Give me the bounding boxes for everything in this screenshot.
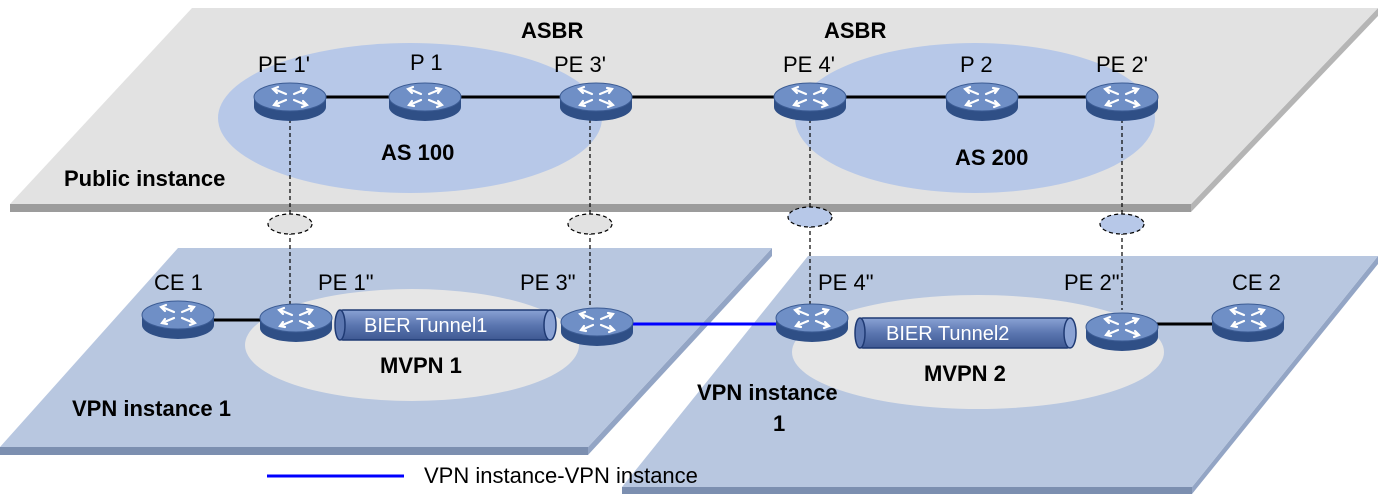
label-pe1-double-prime: PE 1" (318, 270, 374, 295)
label-as100: AS 100 (381, 140, 454, 165)
legend-label: VPN instance-VPN instance (424, 463, 698, 488)
router-pe1-double-prime-icon (258, 302, 334, 344)
bier-tunnel-2: BIER Tunnel2 (854, 317, 1077, 349)
label-vpn-instance-right-line2: 1 (773, 411, 785, 436)
binding-ring-pe3 (567, 213, 613, 235)
router-pe3-prime-icon (558, 81, 634, 123)
router-pe2-prime-icon (1084, 81, 1160, 123)
router-ce2-icon (1210, 302, 1286, 344)
label-asbr-1: ASBR (521, 18, 583, 43)
label-mvpn1: MVPN 1 (380, 353, 462, 378)
router-pe3-double-prime-icon (559, 306, 635, 348)
router-pe4-double-prime-icon (774, 302, 850, 344)
label-vpn-instance-left: VPN instance 1 (72, 396, 231, 421)
label-public-instance: Public instance (64, 166, 225, 191)
label-pe2-double-prime: PE 2" (1064, 270, 1120, 295)
bier-tunnel-2-label: BIER Tunnel2 (886, 323, 1009, 345)
bier-tunnel-1-label: BIER Tunnel1 (364, 315, 487, 337)
label-ce2: CE 2 (1232, 270, 1281, 295)
router-p2-icon (944, 81, 1020, 123)
router-pe2-double-prime-icon (1084, 311, 1160, 353)
label-p1: P 1 (410, 50, 443, 75)
label-as200: AS 200 (955, 145, 1028, 170)
label-p2: P 2 (960, 52, 993, 77)
label-pe2-prime: PE 2' (1096, 52, 1148, 77)
bier-tunnel-1: BIER Tunnel1 (334, 309, 557, 341)
label-mvpn2: MVPN 2 (924, 361, 1006, 386)
label-pe3-prime: PE 3' (554, 52, 606, 77)
label-pe4-prime: PE 4' (783, 52, 835, 77)
router-pe1-prime-icon (252, 81, 328, 123)
label-ce1: CE 1 (154, 270, 203, 295)
label-pe4-double-prime: PE 4" (818, 270, 874, 295)
router-ce1-icon (140, 299, 216, 341)
router-p1-icon (387, 81, 463, 123)
binding-ring-pe2 (1099, 213, 1145, 235)
router-pe4-prime-icon (772, 81, 848, 123)
label-vpn-instance-right-line1: VPN instance (697, 380, 838, 405)
binding-ring-pe1 (267, 213, 313, 235)
legend: VPN instance-VPN instance (267, 463, 698, 488)
binding-ring-pe4 (787, 206, 833, 228)
label-pe3-double-prime: PE 3" (520, 270, 576, 295)
mvpn2-region (792, 295, 1164, 409)
label-pe1-prime: PE 1' (258, 52, 310, 77)
label-asbr-2: ASBR (824, 18, 886, 43)
